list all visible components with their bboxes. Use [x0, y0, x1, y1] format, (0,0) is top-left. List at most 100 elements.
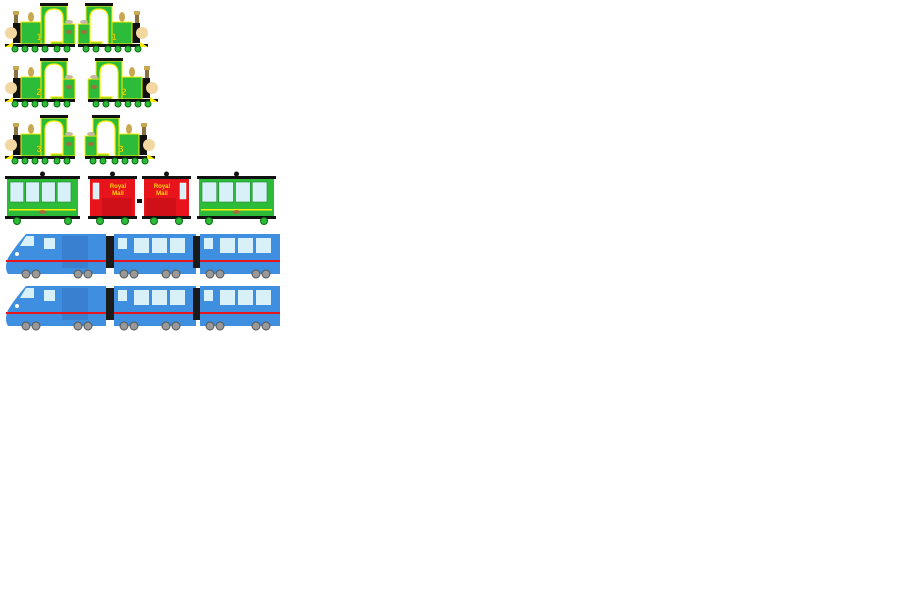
door-panel: [146, 198, 176, 216]
wheel: [96, 217, 104, 225]
window: [134, 238, 149, 253]
wheel: [131, 157, 139, 165]
wheel: [31, 45, 39, 53]
wheel: [53, 45, 61, 53]
gangway: [193, 288, 200, 320]
wheel: [83, 321, 93, 331]
window: [170, 238, 185, 253]
cab-roof: [40, 58, 68, 61]
cab-window: [44, 8, 64, 47]
window: [238, 290, 253, 305]
stripe: [200, 312, 280, 314]
window: [235, 181, 251, 203]
locomotive: 1: [5, 3, 76, 53]
wheel: [119, 321, 129, 331]
coal: [90, 75, 98, 79]
high-speed-train: [6, 286, 280, 331]
wheel: [119, 269, 129, 279]
wheel: [150, 217, 158, 225]
locomotive: 3: [5, 115, 76, 165]
loco-number: 2: [121, 87, 126, 97]
wheel: [31, 100, 39, 108]
coal: [87, 132, 95, 136]
window: [251, 181, 268, 203]
wheel: [215, 269, 225, 279]
window: [56, 181, 72, 203]
face: [143, 139, 155, 151]
wheel: [63, 45, 71, 53]
wheel: [129, 269, 139, 279]
wheel: [13, 217, 21, 225]
chimney: [14, 70, 18, 78]
cab-roof: [40, 115, 68, 118]
coal: [65, 20, 73, 24]
dome: [129, 67, 135, 77]
door-window: [204, 290, 213, 301]
stripe: [114, 312, 196, 314]
cowcatcher: [5, 154, 13, 159]
chimney-top: [13, 11, 19, 15]
wheel: [205, 269, 215, 279]
eye: [15, 304, 19, 308]
roof: [5, 176, 80, 179]
window: [201, 181, 218, 203]
cab-window: [44, 120, 64, 159]
wheel: [64, 217, 72, 225]
wheel: [114, 100, 122, 108]
wheel: [63, 157, 71, 165]
stripe: [6, 260, 106, 262]
wheel: [124, 100, 132, 108]
door-panel: [102, 198, 132, 216]
wheel: [171, 269, 181, 279]
frame: [5, 44, 75, 47]
chimney-top: [13, 123, 19, 127]
frame: [78, 44, 148, 47]
wheel: [83, 269, 93, 279]
loco-number: 2: [36, 87, 41, 97]
door-window: [118, 290, 127, 301]
royal-mail-label: Royal: [154, 184, 171, 190]
window: [41, 181, 56, 203]
loco-number: 3: [36, 144, 41, 154]
badge: [38, 210, 47, 214]
wheel: [82, 45, 90, 53]
window: [44, 238, 55, 249]
gangway: [106, 236, 114, 268]
frame: [88, 99, 158, 102]
wheel: [63, 100, 71, 108]
face: [146, 82, 158, 94]
roof-lamp: [164, 171, 169, 177]
wheel: [53, 157, 61, 165]
wheel: [260, 217, 268, 225]
dome: [28, 67, 34, 77]
face: [5, 27, 17, 39]
coal-badge: [66, 30, 72, 34]
coal: [65, 75, 73, 79]
window: [238, 238, 253, 253]
wheel: [215, 321, 225, 331]
dome: [126, 124, 132, 134]
frame: [5, 99, 75, 102]
roof: [88, 176, 137, 179]
cab-roof: [95, 58, 123, 61]
wheel: [205, 217, 213, 225]
frame: [5, 216, 80, 219]
window: [134, 290, 149, 305]
window: [218, 181, 234, 203]
locomotive: 2: [5, 58, 76, 108]
window: [256, 238, 271, 253]
window: [92, 182, 100, 200]
window: [44, 290, 55, 301]
wheel: [21, 45, 29, 53]
wheel: [134, 45, 142, 53]
wheel: [129, 321, 139, 331]
window: [220, 238, 235, 253]
wheel: [175, 217, 183, 225]
chimney: [145, 70, 149, 78]
face: [5, 139, 17, 151]
cowcatcher: [5, 42, 13, 47]
window: [170, 290, 185, 305]
wheel: [89, 157, 97, 165]
coal-badge: [88, 142, 94, 146]
